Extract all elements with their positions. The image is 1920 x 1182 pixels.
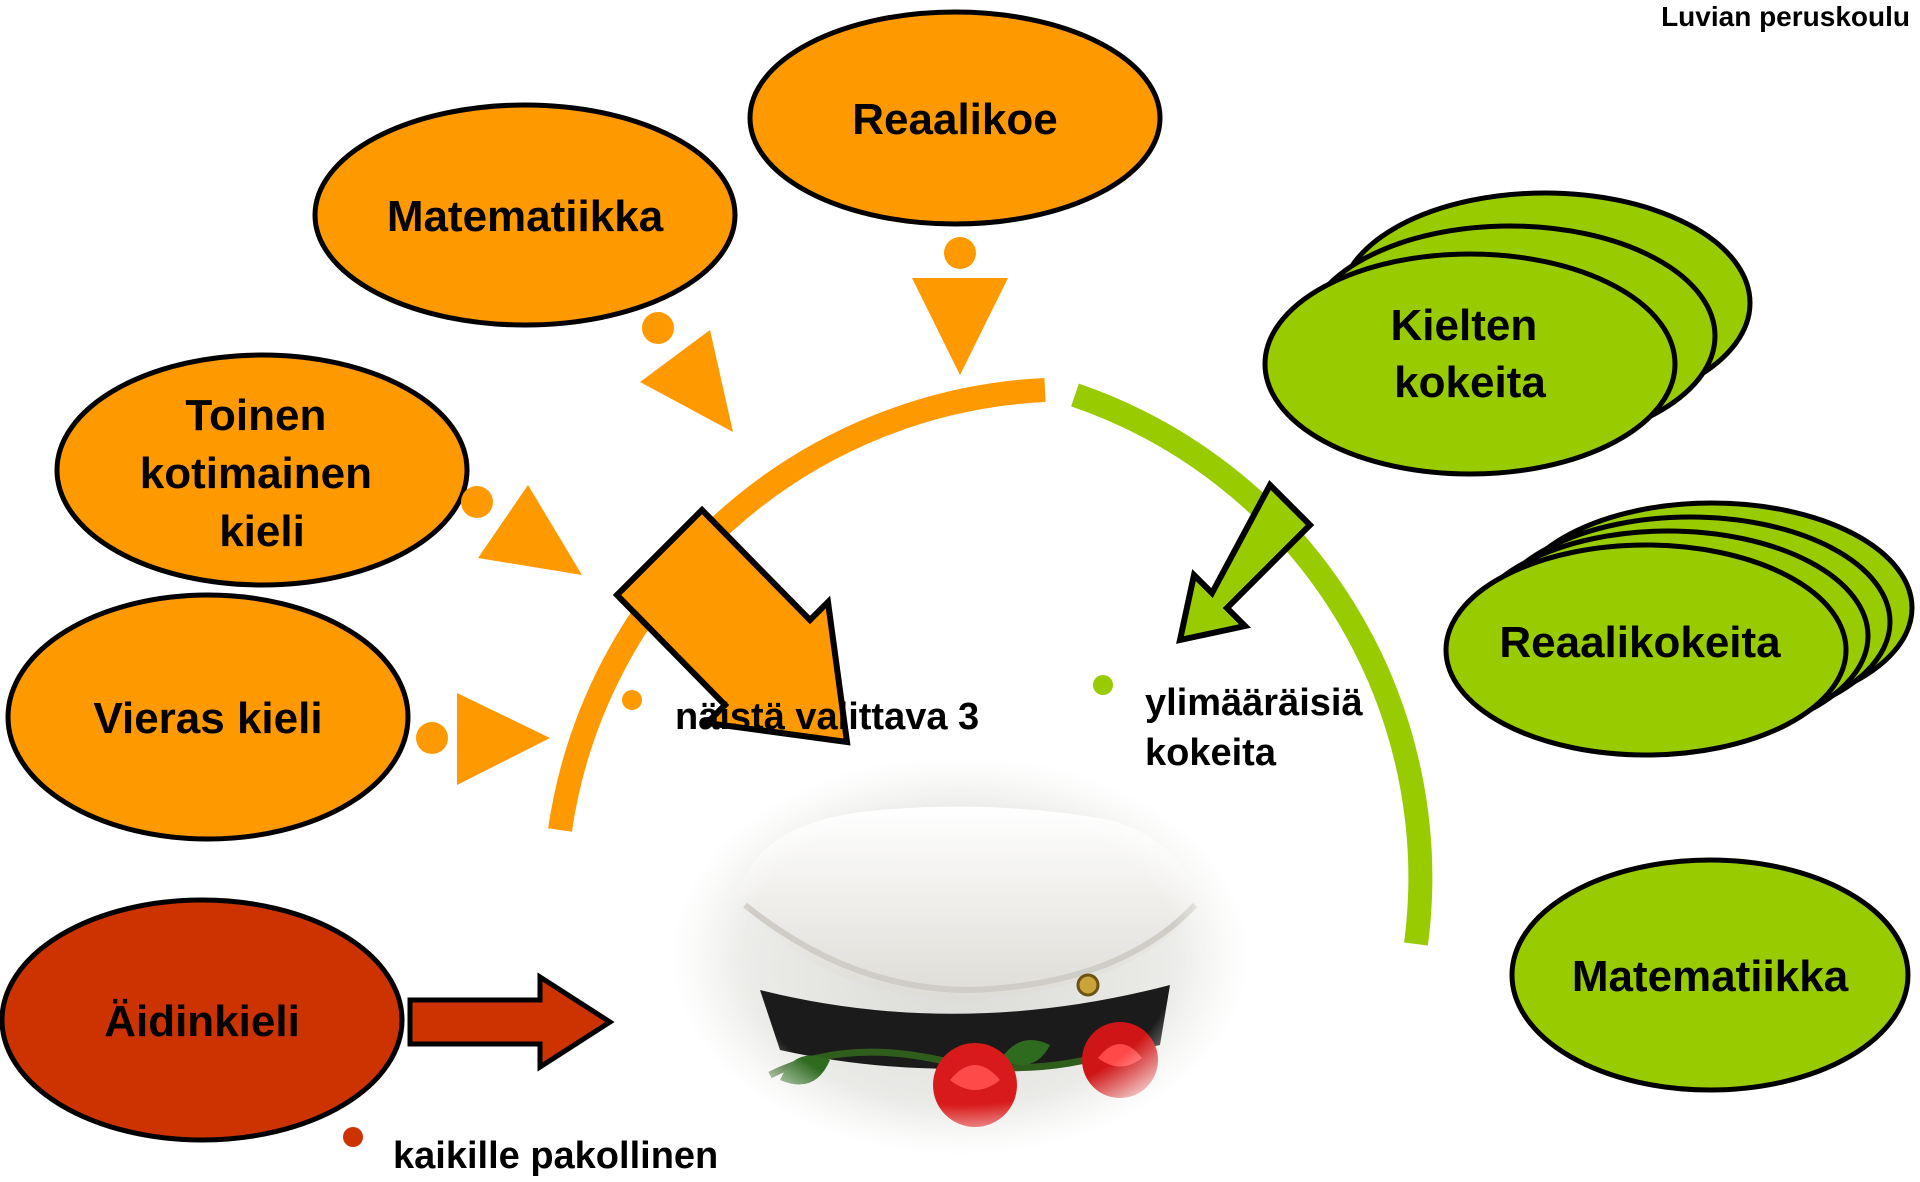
node-vieras-kieli: Vieras kieli [5,592,411,842]
node-reaalikoe: Reaalikoe [747,9,1163,227]
node-kielten-kokeita: Kielten kokeita [1262,190,1753,477]
node-matematiikka-extra: Matematiikka [1509,857,1911,1093]
optional-block-arrow [612,505,851,746]
extra-arc [1071,383,1433,946]
optional-note-bullet [622,690,642,710]
node-matematiikka-optional: Matematiikka [312,102,738,328]
node-aidinkieli-label: Äidinkieli [104,997,300,1046]
node-kielten-kokeita-label: Kielten kokeita [1391,301,1550,407]
node-reaalikokeita: Reaalikokeita [1443,500,1915,758]
node-toinen-kotimainen-kieli-label: Toinen kotimainen kieli [140,391,385,556]
extra-note-bullet [1093,675,1113,695]
arrow-dot-reaalikoe [944,237,976,269]
optional-note: näistä valittava 3 [675,696,979,738]
orange-pointer-arrows [416,237,1008,785]
arrow-head-matematiikka [640,330,733,432]
arrow-dot-vieras [416,722,448,754]
stack-layer-front [1262,251,1678,477]
student-cap-photo [660,760,1260,1180]
node-reaalikoe-label: Reaalikoe [852,95,1057,144]
credit-label: Luvian peruskoulu [1661,1,1910,32]
node-reaalikokeita-label: Reaalikokeita [1499,618,1781,667]
node-aidinkieli: Äidinkieli [0,897,405,1143]
node-toinen-kotimainen-kieli: Toinen kotimainen kieli [54,352,470,588]
arrow-head-toinen [478,485,582,575]
optional-arc [548,378,1046,832]
extra-block-arrow [1176,480,1315,644]
arrow-head-vieras [457,693,550,785]
extra-note: ylimääräisiä kokeita [1145,682,1373,774]
node-matematiikka-label: Matematiikka [387,192,664,241]
mandatory-note-bullet [343,1127,363,1147]
mandatory-block-arrow [407,972,615,1072]
arrow-head-reaalikoe [912,278,1008,375]
mandatory-note: kaikille pakollinen [393,1135,718,1177]
stack-layer-4 [1443,542,1849,758]
arrow-dot-toinen [461,486,493,518]
node-matematiikka-extra-label: Matematiikka [1572,952,1849,1001]
node-vieras-kieli-label: Vieras kieli [93,694,322,743]
arrow-dot-matematiikka [642,312,674,344]
